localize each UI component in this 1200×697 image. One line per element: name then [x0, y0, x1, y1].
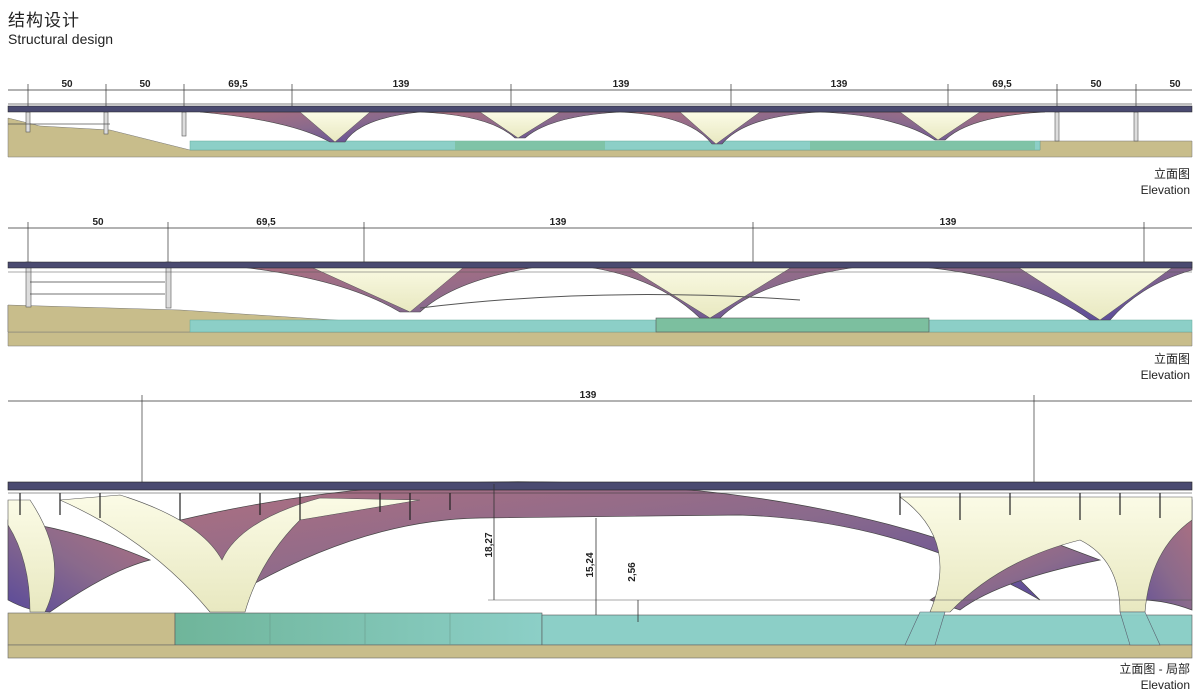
e2-dim-4: 139 [940, 217, 957, 228]
caption-elevation-2: 立面图 Elevation [1141, 351, 1190, 383]
caption-zh: 立面图 [1153, 167, 1190, 181]
caption-en: Elevation [1140, 678, 1190, 692]
page-title-zh: 结构设计 [8, 11, 80, 30]
e3-span-dim: 139 [580, 390, 597, 401]
e1-dim-4: 139 [393, 79, 410, 90]
caption-zh: 立面图 - 局部 [1119, 662, 1190, 676]
e1-dim-9: 50 [1169, 79, 1181, 90]
caption-zh: 立面图 [1153, 352, 1190, 366]
e2-dim-2: 69,5 [256, 217, 276, 228]
page-title-en: Structural design [8, 31, 114, 47]
elevation-1: 50 50 69,5 139 139 139 69,5 50 50 [7, 79, 1193, 158]
e3-height-1: 18,27 [484, 532, 495, 557]
e1-dim-8: 50 [1090, 79, 1102, 90]
e2-dim-3: 139 [550, 217, 567, 228]
e1-dim-6: 139 [831, 79, 848, 90]
e1-dim-5: 139 [613, 79, 630, 90]
e1-dim-7: 69,5 [992, 79, 1012, 90]
e1-dim-1: 50 [61, 79, 73, 90]
e1-dim-3: 69,5 [228, 79, 248, 90]
e2-dim-1: 50 [92, 217, 104, 228]
e3-height-2: 15,24 [585, 552, 596, 577]
e3-height-3: 2,56 [627, 562, 638, 582]
caption-elevation-1: 立面图 Elevation [1141, 166, 1190, 198]
caption-en: Elevation [1140, 368, 1190, 382]
elevation-2: 50 69,5 139 139 [7, 217, 1193, 347]
elevation-3: 139 [7, 390, 1193, 659]
e1-dim-2: 50 [139, 79, 151, 90]
caption-elevation-3: 立面图 - 局部 Elevation [1119, 661, 1190, 693]
caption-en: Elevation [1140, 183, 1190, 197]
